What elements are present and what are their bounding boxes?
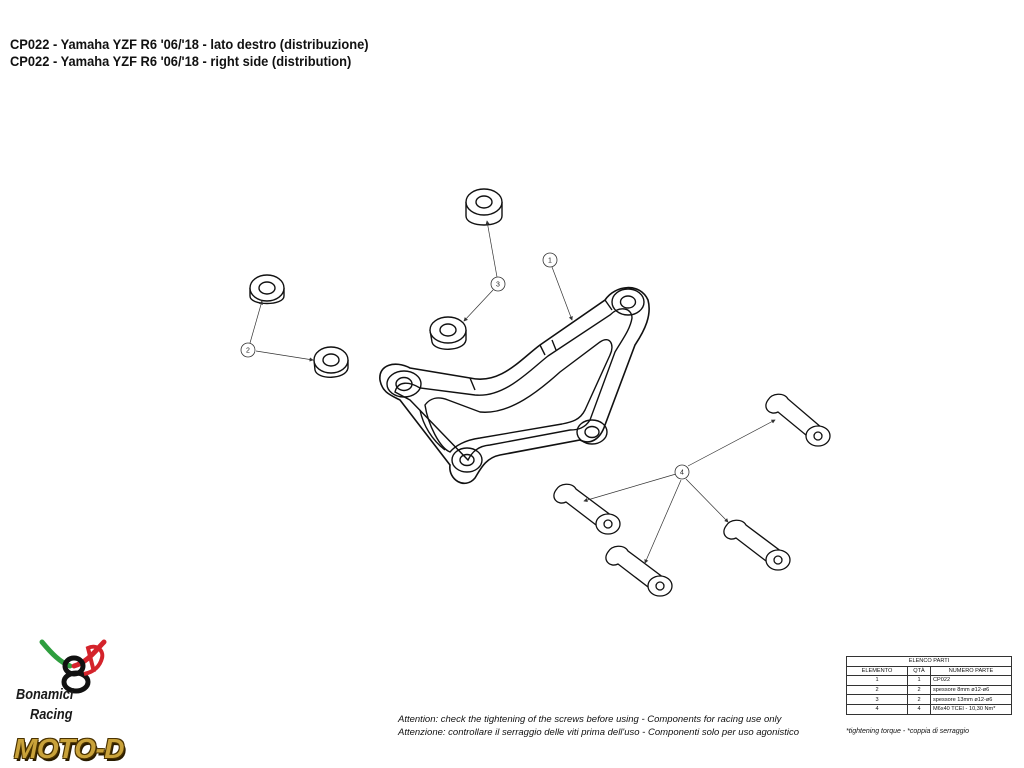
- title-english: CP022 - Yamaha YZF R6 '06/'18 - right si…: [10, 53, 352, 69]
- parts-table-header: ELEMENTO QTÀ NUMERO PARTE: [846, 665, 1012, 677]
- screw-bottom-middle: [605, 545, 673, 597]
- screw-top-right: [765, 393, 831, 447]
- row-qty: 2: [907, 684, 931, 696]
- callout-3: 3: [490, 276, 506, 292]
- spacer-13mm-bottom: [429, 316, 467, 350]
- moto-d-logo: MOTO-D: [14, 733, 125, 764]
- row-part-number: M6x40 TCEI - 10,30 Nm*: [930, 703, 1012, 715]
- screw-bottom-right: [723, 519, 791, 571]
- table-row: 2 2 spessore 8mm ø12-ø6: [846, 684, 1012, 696]
- callout-4: 4: [674, 464, 690, 480]
- attention-english: Attention: check the tightening of the s…: [398, 714, 782, 725]
- bonamici-logo-mark: [39, 639, 107, 694]
- brand-subtitle: Racing: [30, 706, 73, 723]
- callout-2: 2: [240, 342, 256, 358]
- title-italian: CP022 - Yamaha YZF R6 '06/'18 - lato des…: [10, 36, 369, 52]
- spacer-13mm-top: [465, 188, 503, 226]
- svg-text:1: 1: [548, 258, 552, 265]
- spacer-8mm-left: [249, 274, 285, 305]
- torque-note: *tightening torque - *coppia di serraggi…: [846, 728, 969, 735]
- spacer-8mm-right: [313, 346, 349, 378]
- row-part-number: spessore 8mm ø12-ø6: [930, 684, 1012, 696]
- row-element: 4: [846, 703, 908, 715]
- svg-text:2: 2: [246, 348, 250, 355]
- attention-notice: Attention: check the tightening of the s…: [398, 713, 799, 739]
- parts-list-table: ELENCO PARTI ELEMENTO QTÀ NUMERO PARTE 1…: [846, 656, 1012, 715]
- row-element: 2: [846, 684, 908, 696]
- header-qty: QTÀ: [907, 665, 931, 677]
- drawing-title: CP022 - Yamaha YZF R6 '06/'18 - lato des…: [10, 36, 369, 70]
- row-element: 3: [846, 694, 908, 705]
- brand-name: Bonamici: [16, 686, 74, 703]
- table-row: 1 1 CP022: [846, 675, 1012, 686]
- row-qty: 2: [907, 694, 931, 705]
- row-part-number: spessore 13mm ø12-ø6: [930, 694, 1012, 705]
- row-part-number: CP022: [930, 675, 1012, 686]
- svg-text:4: 4: [680, 470, 684, 477]
- svg-text:3: 3: [496, 282, 500, 289]
- screw-bottom-left: [553, 483, 621, 535]
- cover-plate: [379, 286, 650, 484]
- row-element: 1: [846, 675, 908, 686]
- parts-table-caption: ELENCO PARTI: [846, 656, 1012, 667]
- header-element: ELEMENTO: [846, 665, 908, 677]
- table-row: 3 2 spessore 13mm ø12-ø6: [846, 694, 1012, 705]
- callout-1: 1: [542, 252, 558, 268]
- row-qty: 1: [907, 675, 931, 686]
- attention-italian: Attenzione: controllare il serraggio del…: [398, 727, 800, 738]
- header-part-number: NUMERO PARTE: [930, 665, 1012, 677]
- row-qty: 4: [907, 703, 931, 715]
- table-row: 4 4 M6x40 TCEI - 10,30 Nm*: [846, 703, 1012, 715]
